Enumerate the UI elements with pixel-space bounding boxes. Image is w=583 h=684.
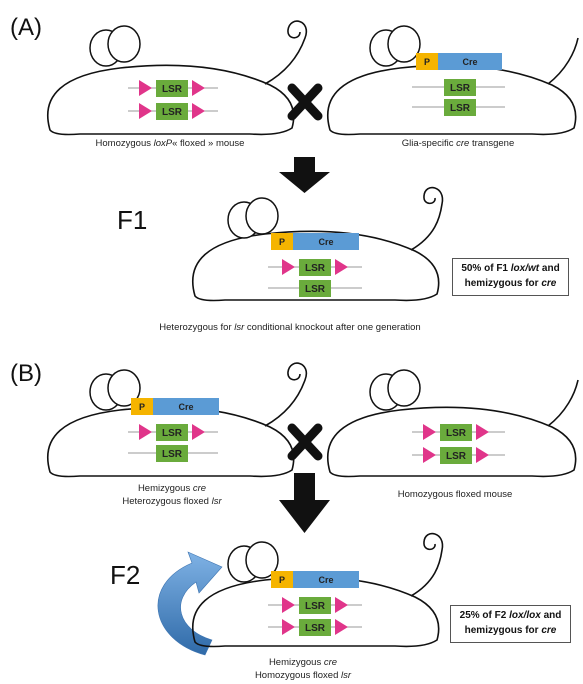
mouse-b2: LSR LSR (326, 369, 579, 478)
gene-label: LSR (305, 284, 326, 295)
caption-f2-line1: Hemizygous cre (269, 657, 337, 668)
promoter-label: P (424, 57, 430, 67)
ratio-box-f1-line2: hemizygous for cre (464, 278, 557, 289)
ratio-box-f1-line1: 50% of F1 lox/wt and (461, 263, 560, 274)
ratio-box-f2: 25% of F2 lox/lox and hemizygous for cre (450, 605, 571, 643)
caption-mouse-a1: Homozygous loxP« floxed » mouse (96, 138, 245, 149)
caption-mouse-b1-line1: Hemizygous cre (138, 483, 206, 494)
gene-label: LSR (162, 428, 183, 439)
cross-icon (287, 423, 323, 461)
caption-mouse-b1-line2: Heterozygous floxed lsr (122, 496, 222, 507)
gene-label: LSR (305, 623, 326, 634)
caption-f1: Heterozygous for lsr conditional knockou… (159, 322, 420, 333)
mouse-f2: P Cre LSR LSR (191, 532, 444, 648)
cre-label: Cre (178, 402, 193, 412)
gene-label: LSR (305, 601, 326, 612)
mouse-a1: LSR LSR (46, 20, 308, 136)
gene-label: LSR (162, 449, 183, 460)
caption-mouse-b2: Homozygous floxed mouse (398, 489, 513, 500)
promoter-label: P (279, 575, 285, 585)
generation-label-f1: F1 (117, 205, 147, 235)
gene-label: LSR (446, 428, 467, 439)
panel-label-b: (B) (10, 360, 42, 387)
caption-f2-line2: Homozygous floxed lsr (255, 670, 352, 681)
gene-label: LSR (450, 83, 471, 94)
caption-mouse-a2: Glia-specific cre transgene (402, 138, 514, 149)
mouse-f1: P Cre LSR LSR (191, 186, 444, 302)
gene-label: LSR (446, 451, 467, 462)
gene-label: LSR (162, 84, 183, 95)
cre-label: Cre (462, 57, 477, 67)
curved-arrow-icon (157, 551, 223, 656)
gene-label: LSR (305, 263, 326, 274)
ratio-box-f1: 50% of F1 lox/wt and hemizygous for cre (452, 258, 569, 296)
cross-icon (287, 83, 323, 121)
cre-label: Cre (318, 237, 333, 247)
gene-label: LSR (162, 107, 183, 118)
promoter-label: P (139, 402, 145, 412)
cre-label: Cre (318, 575, 333, 585)
panel-label-a: (A) (10, 14, 42, 41)
down-arrow-icon (279, 157, 330, 193)
down-arrow-icon (279, 473, 330, 533)
ratio-box-f2-line1: 25% of F2 lox/lox and (459, 610, 562, 621)
generation-label-f2: F2 (110, 560, 140, 590)
gene-label: LSR (450, 103, 471, 114)
mouse-a2: P Cre LSR LSR (326, 25, 579, 136)
ratio-box-f2-line2: hemizygous for cre (464, 625, 557, 636)
promoter-label: P (279, 237, 285, 247)
mouse-b1: P Cre LSR LSR (46, 362, 308, 478)
